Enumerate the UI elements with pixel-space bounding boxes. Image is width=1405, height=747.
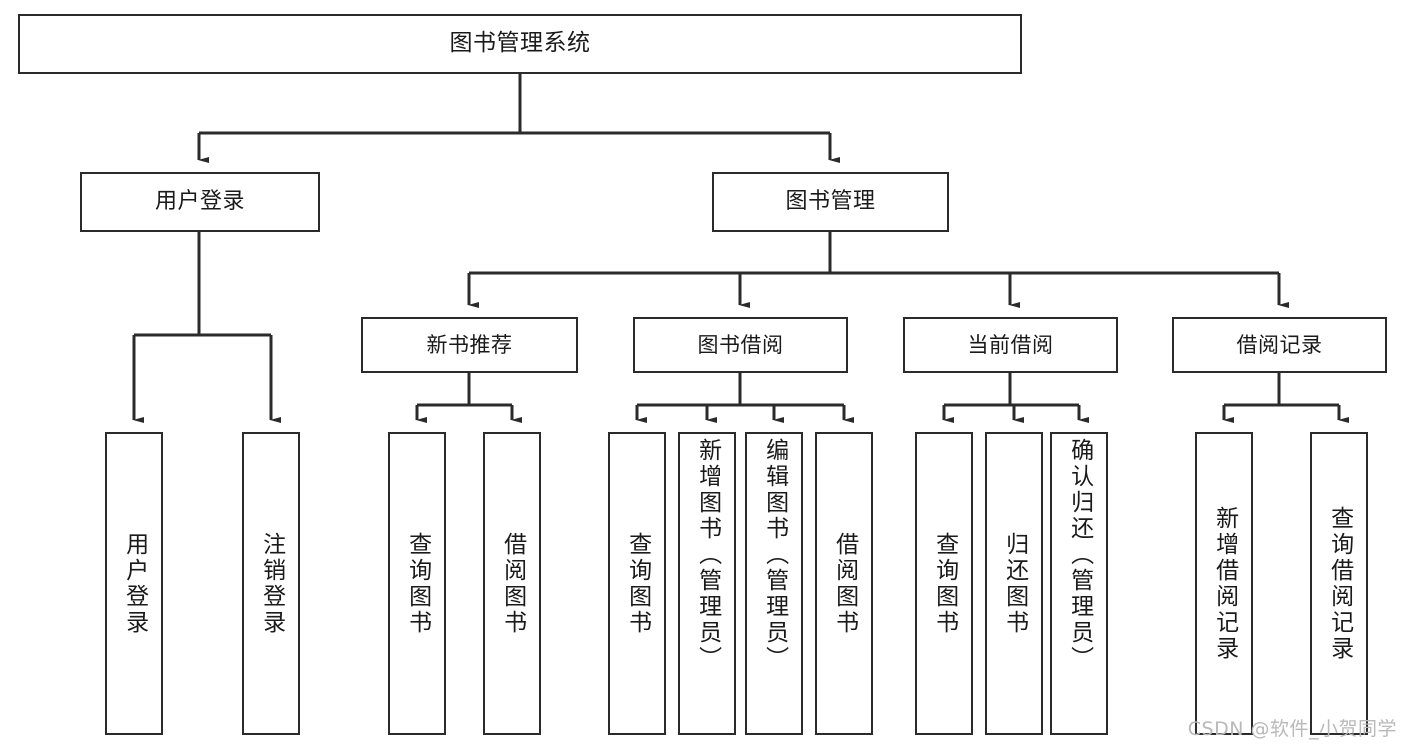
node-label: 查询图书 <box>624 531 651 636</box>
node-label: 借阅图书 <box>831 531 858 636</box>
csdn-watermark: CSDN @软件_小贺同学 <box>1187 718 1397 740</box>
node-label: 查询图书 <box>404 531 431 636</box>
node-leaf-add-borrow-record[interactable]: 新增借阅记录 <box>1195 432 1253 735</box>
node-borrow-record[interactable]: 借阅记录 <box>1172 317 1387 373</box>
node-book-management[interactable]: 图书管理 <box>712 172 949 232</box>
node-user-login[interactable]: 用户登录 <box>80 172 320 232</box>
node-label: 用户登录 <box>121 531 148 636</box>
node-label: 注销登录 <box>258 531 285 636</box>
node-label: 查询图书 <box>931 531 958 636</box>
node-label: 新增图书（管理员） <box>694 438 721 672</box>
node-leaf-add-book[interactable]: 新增图书（管理员） <box>678 432 736 735</box>
node-book-borrow[interactable]: 图书借阅 <box>633 317 848 373</box>
node-label: 用户登录 <box>154 189 245 215</box>
node-label: 借阅记录 <box>1236 332 1323 357</box>
node-leaf-query-book-3[interactable]: 查询图书 <box>915 432 973 735</box>
node-label: 当前借阅 <box>967 332 1054 357</box>
node-label: 编辑图书（管理员） <box>761 438 788 672</box>
node-label: 查询借阅记录 <box>1326 505 1353 662</box>
node-label: 借阅图书 <box>499 531 526 636</box>
node-leaf-borrow-book-2[interactable]: 借阅图书 <box>815 432 873 735</box>
node-current-borrow[interactable]: 当前借阅 <box>903 317 1118 373</box>
node-leaf-user-login[interactable]: 用户登录 <box>105 432 163 735</box>
node-leaf-logout-login[interactable]: 注销登录 <box>242 432 300 735</box>
node-leaf-query-borrow-record[interactable]: 查询借阅记录 <box>1310 432 1368 735</box>
node-leaf-borrow-book-1[interactable]: 借阅图书 <box>483 432 541 735</box>
node-label: 确认归还（管理员） <box>1066 438 1093 672</box>
node-label: 图书管理 <box>785 189 876 215</box>
node-label: 图书借阅 <box>697 332 784 357</box>
node-leaf-confirm-return[interactable]: 确认归还（管理员） <box>1050 432 1108 735</box>
node-new-book-recommend[interactable]: 新书推荐 <box>361 317 578 373</box>
node-label: 图书管理系统 <box>449 30 591 57</box>
node-root-book-management-system[interactable]: 图书管理系统 <box>18 14 1022 74</box>
node-label: 归还图书 <box>1001 531 1028 636</box>
node-label: 新书推荐 <box>426 332 513 357</box>
node-leaf-return-book[interactable]: 归还图书 <box>985 432 1043 735</box>
node-leaf-edit-book[interactable]: 编辑图书（管理员） <box>745 432 803 735</box>
node-leaf-query-book-2[interactable]: 查询图书 <box>608 432 666 735</box>
node-label: 新增借阅记录 <box>1211 505 1238 662</box>
node-leaf-query-book-1[interactable]: 查询图书 <box>388 432 446 735</box>
